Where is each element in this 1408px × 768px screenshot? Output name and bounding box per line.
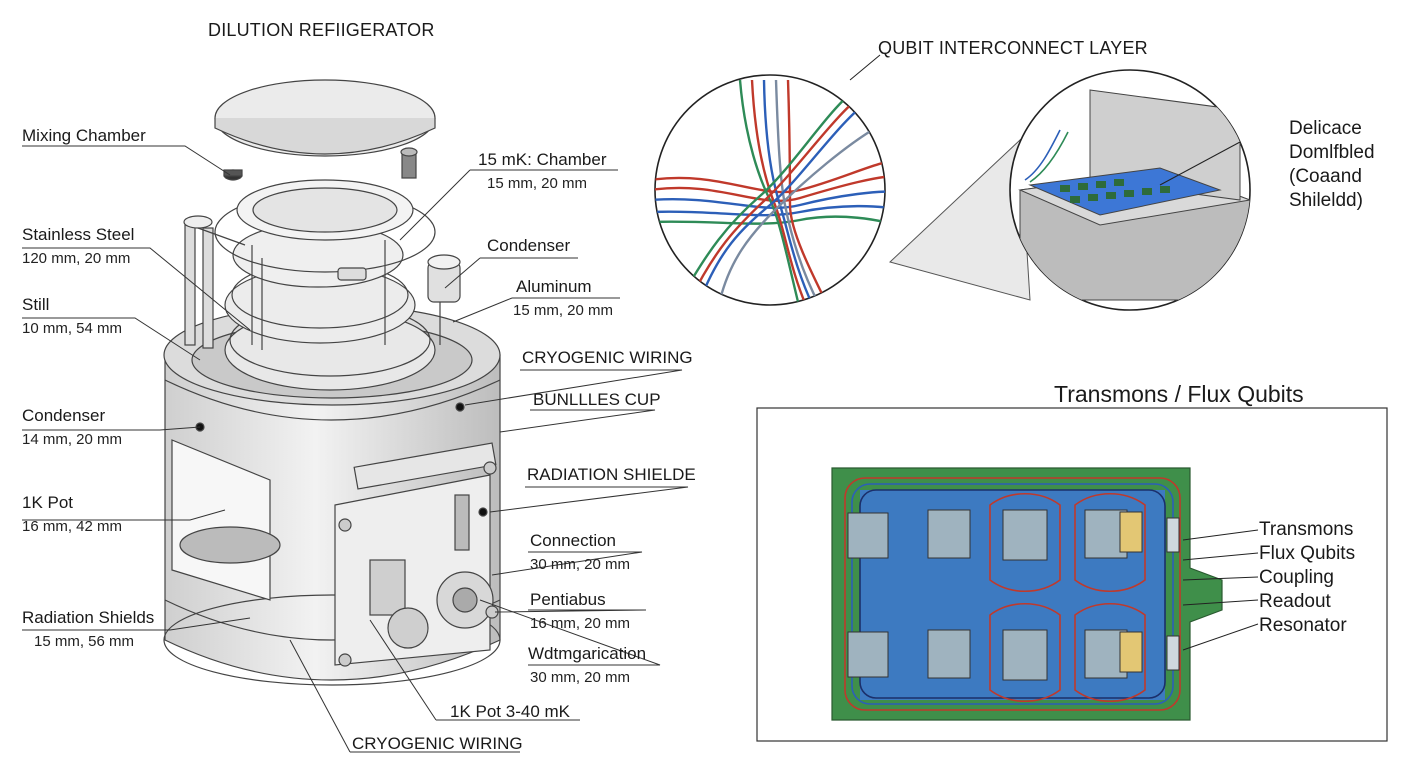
qubit-chip	[847, 512, 889, 559]
shielded-module-magnifier	[889, 69, 1251, 311]
label-radiation-shielde: RADIATION SHIELDE	[527, 465, 696, 484]
delicate-line-3: (Coaand	[1289, 166, 1362, 187]
chip-label-readout: Readout	[1259, 591, 1331, 612]
cylinder-bottom-rim	[163, 594, 501, 686]
refrigerator-illustration	[163, 79, 501, 686]
label-connection: Connection	[530, 531, 617, 550]
label-aluminum: Aluminum	[516, 277, 592, 296]
refrigerator-leader-lines	[22, 145, 689, 753]
label-15mk-chamber: 15 mK: Chamber	[478, 150, 607, 169]
dims-aluminum: 15 mm, 20 mm	[513, 302, 614, 319]
chip-label-coupling: Coupling	[1259, 567, 1334, 588]
dims-pentiabus: 16 mm, 20 mm	[530, 615, 631, 632]
dims-connection: 30 mm, 20 mm	[530, 556, 631, 573]
label-still: Still	[22, 295, 50, 314]
delicate-line-1: Delicace	[1289, 118, 1362, 139]
label-mixing-chamber: Mixing Chamber	[22, 126, 146, 145]
label-radiation-shields: Radiation Shields	[22, 608, 155, 627]
label-cryogenic-wiring-top: CRYOGENIC WIRING	[522, 348, 693, 367]
chip-leader-lines	[1182, 529, 1259, 651]
chip-label-resonator: Resonator	[1259, 615, 1347, 636]
label-pentiabus: Pentiabus	[530, 590, 606, 609]
label-1k-pot-bottom: 1K Pot 3-40 mK	[450, 702, 571, 721]
dims-still: 10 mm, 54 mm	[22, 320, 123, 337]
qubit-pcb	[831, 467, 1223, 721]
label-cryogenic-wiring-bottom: CRYOGENIC WIRING	[352, 734, 523, 753]
delicate-line-4: Shileldd)	[1289, 190, 1363, 211]
dilution-refrigerator-title: DILUTION REFIIGERATOR	[208, 20, 435, 40]
dims-15mk-chamber: 15 mm, 20 mm	[487, 175, 588, 192]
chip-label-transmons: Transmons	[1259, 519, 1354, 540]
chip-label-flux-qubits: Flux Qubits	[1259, 543, 1356, 564]
label-1k-pot: 1K Pot	[22, 493, 74, 512]
label-bunllles-cup: BUNLLLES CUP	[533, 390, 661, 409]
dims-stainless-steel: 120 mm, 20 mm	[22, 250, 131, 267]
dims-condenser-left: 14 mm, 20 mm	[22, 431, 123, 448]
label-condenser-left: Condenser	[22, 406, 106, 425]
chip-labels: Transmons Flux Qubits Coupling Readout R…	[1259, 518, 1355, 638]
transmons-title: Transmons / Flux Qubits	[1054, 381, 1304, 407]
label-wdtmgarication: Wdtmgarication	[528, 644, 647, 663]
support-pipe	[184, 224, 196, 346]
dims-wdtmgarication: 30 mm, 20 mm	[530, 669, 631, 686]
wire-bundle-magnifier	[654, 54, 886, 306]
delicate-shield-label: Delicace Domlfbled (Coaand Shileldd)	[1289, 117, 1375, 213]
label-condenser-right: Condenser	[487, 236, 571, 255]
interconnect-layer-title: QUBIT INTERCONNECT LAYER	[878, 38, 1148, 58]
delicate-line-2: Domlfbled	[1289, 142, 1375, 163]
label-stainless-steel: Stainless Steel	[22, 225, 135, 244]
dims-1k-pot: 16 mm, 42 mm	[22, 518, 123, 535]
dims-radiation-shields: 15 mm, 56 mm	[34, 633, 135, 650]
